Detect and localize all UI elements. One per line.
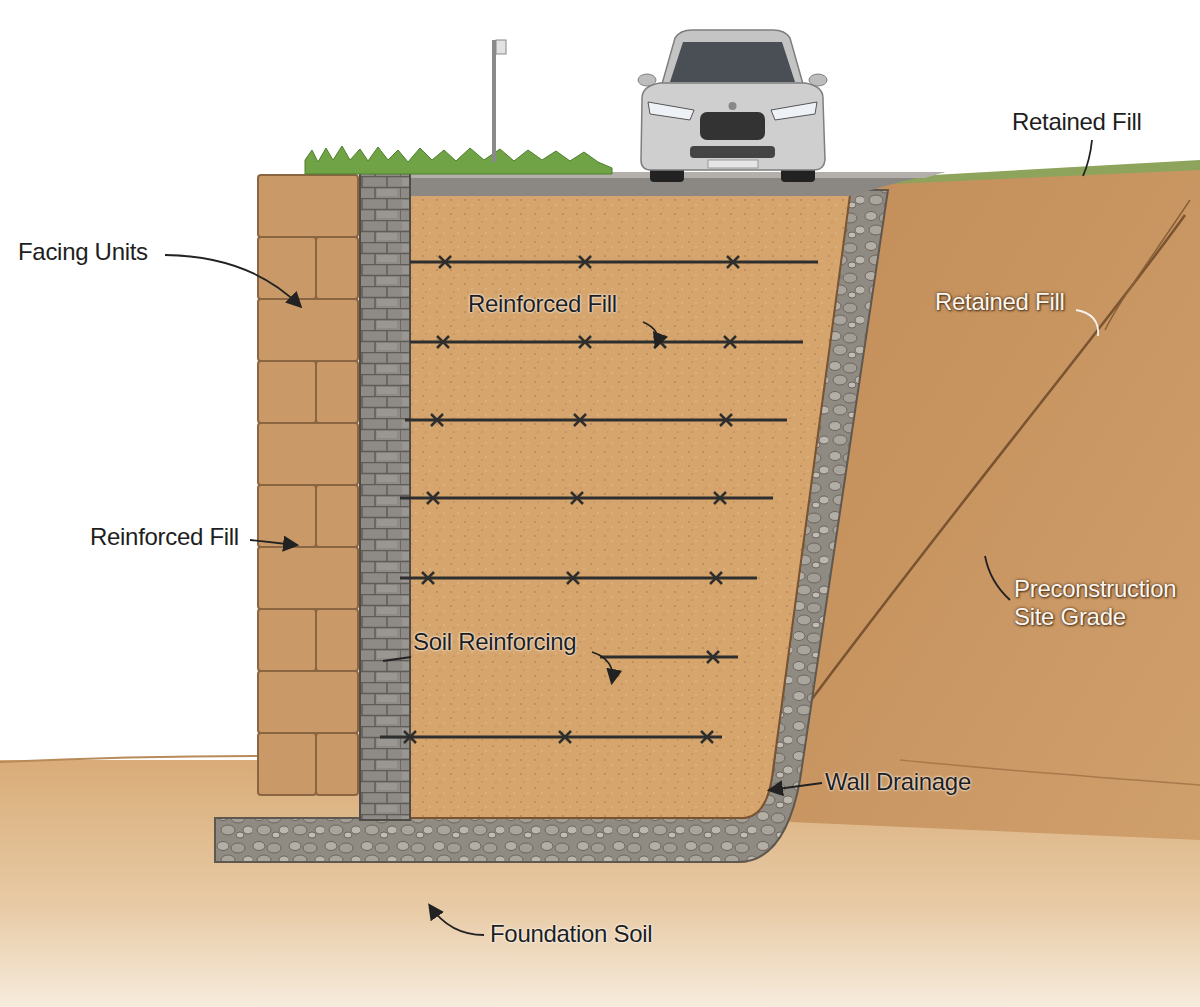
leader-line [1083,140,1092,176]
callout-label: Wall Drainage [825,768,971,796]
car-headlight [771,102,817,120]
reinforcement-ties [404,256,739,743]
reinforcing-layer [380,736,722,739]
car-plate [708,160,758,168]
car-headlight [648,102,694,120]
car-cabin [662,30,803,84]
facing-block [316,237,358,299]
callout-label: Soil Reinforcing [413,628,576,656]
facing-block [258,175,358,237]
callout-label: Reinforced Fill [90,523,239,551]
facing-block [316,733,358,795]
facing-block [258,237,316,299]
leader-line [1076,310,1098,336]
reinforcing-layer [410,261,818,264]
car-body [641,83,825,170]
leader-line [643,322,657,346]
grass [305,146,612,174]
car-emblem [729,102,737,110]
soil-reinforcing [380,256,818,743]
leader-line [165,255,300,306]
facing-block [316,361,358,423]
facing-block [258,485,316,547]
facing-block [258,547,358,609]
car-intake [690,146,775,158]
leader-line [383,657,411,661]
facing-blocks [258,175,358,795]
soil-fissure [1105,200,1190,330]
leader-line [592,652,613,682]
callout-label: Retained Fill [935,288,1065,316]
reinforcing-layer [400,577,757,580]
reinforced-fill [410,195,850,818]
sign-post [492,40,496,162]
facing-block [258,609,316,671]
facing-block [258,361,316,423]
leader-lines [165,140,1098,935]
callout-label: Foundation Soil [490,920,652,948]
leader-line [985,556,1010,600]
reinforcing-layer [400,497,773,500]
facing-block [258,733,316,795]
car-windshield [670,42,795,82]
callout-label: Facing Units [18,238,148,266]
reinforcing-layer [600,656,738,659]
leader-line [430,906,484,935]
reinforcing-layer [405,419,787,422]
facing-block [258,299,358,361]
callout-label: Retained Fill [1012,108,1142,136]
block-column [360,172,410,820]
facing-block [258,423,358,485]
callout-label: Reinforced Fill [468,290,617,318]
reinforcing-layer [410,341,803,344]
ground-line [0,756,260,762]
facing-block [316,609,358,671]
facing-block [258,671,358,733]
sign-plate [496,40,506,54]
callout-label: Preconstruction Site Grade [1014,575,1200,631]
car-grille [700,112,765,140]
facing-block [316,485,358,547]
leader-line [770,783,822,790]
gravel-drainage [215,190,888,862]
leader-line [250,540,296,545]
car [638,30,827,182]
